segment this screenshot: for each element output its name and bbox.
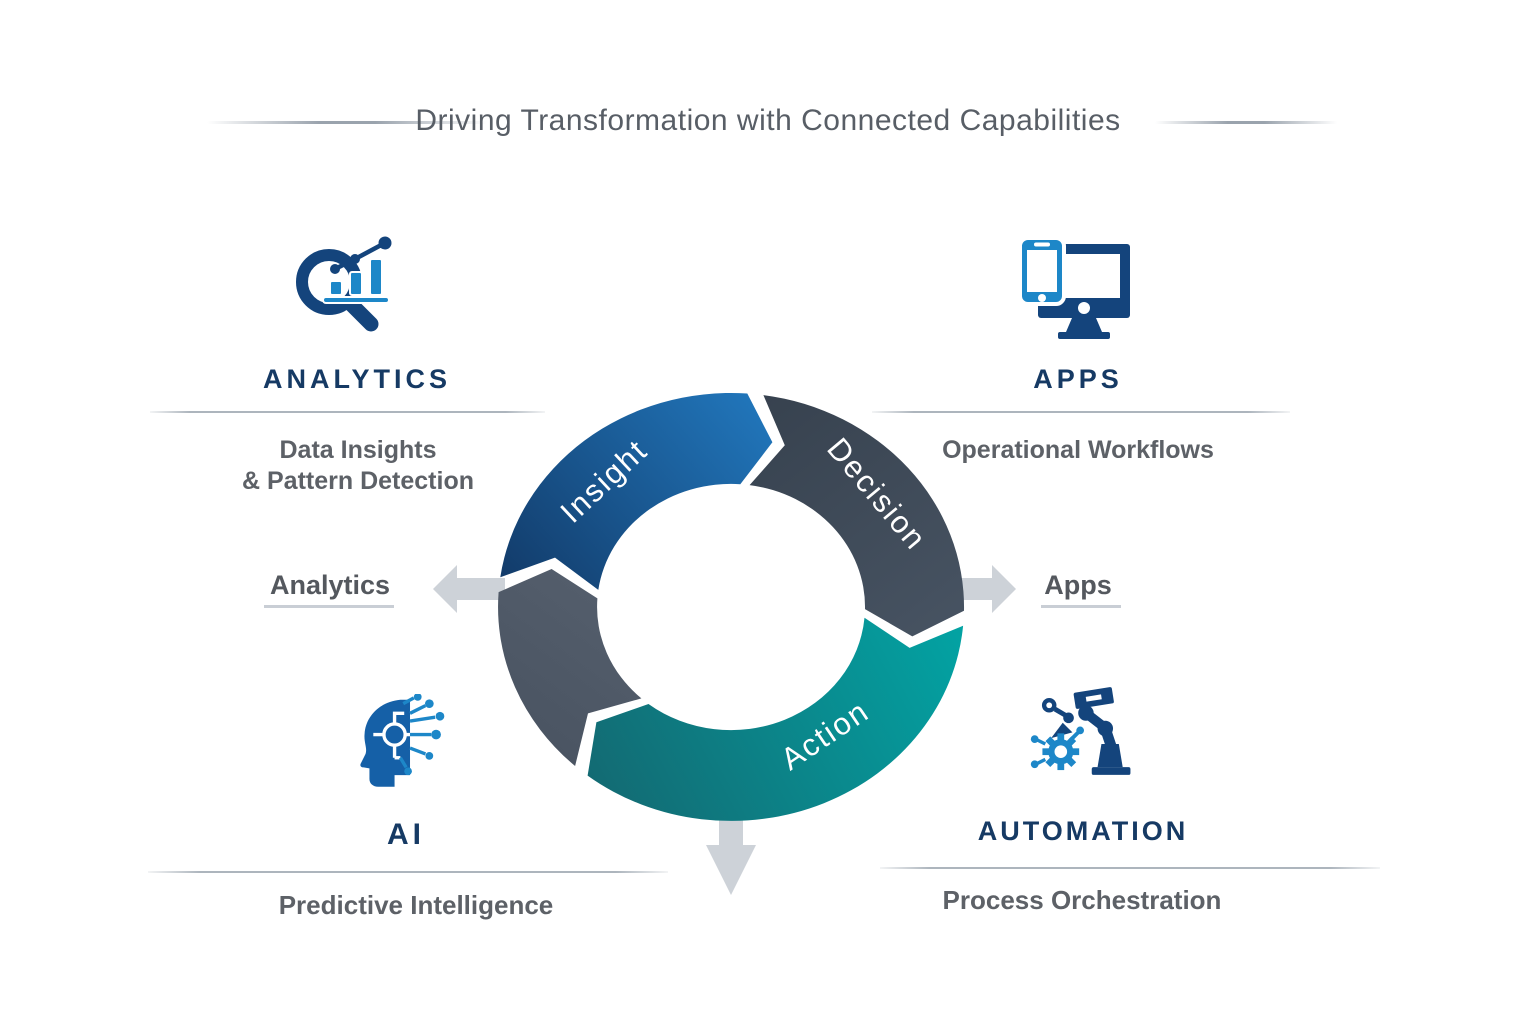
underline-apps (1041, 605, 1121, 608)
subtitle-automation: Process Orchestration (942, 885, 1222, 915)
segment-insight (500, 392, 773, 590)
rule-apps (872, 411, 1290, 413)
underline-analytics (264, 605, 394, 608)
rule-automation (880, 867, 1380, 869)
ai-head-circuit-icon (360, 694, 445, 787)
rule-ai (148, 871, 668, 873)
heading-ai: AI (387, 818, 425, 851)
subtitle-analytics-line2: & Pattern Detection (242, 467, 474, 495)
subtitle-analytics-line1: Data Insights (279, 436, 437, 464)
heading-automation: AUTOMATION (977, 816, 1189, 846)
heading-apps: APPS (1033, 364, 1123, 394)
magnifier-bar-chart-icon (296, 236, 392, 332)
subtitle-ai: Predictive Intelligence (278, 890, 554, 920)
segment-connector (498, 569, 642, 766)
side-label-analytics: Analytics (269, 570, 391, 600)
title-rule-right (1155, 121, 1337, 124)
subtitle-apps: Operational Workflows (942, 436, 1214, 464)
rule-analytics (150, 411, 545, 413)
title-rule-left (207, 121, 487, 124)
page-title: Driving Transformation with Connected Ca… (415, 104, 1121, 137)
down-arrow-icon (706, 790, 756, 895)
subtitle-analytics: Data Insights & Pattern Detection (208, 435, 508, 497)
segment-action (587, 617, 964, 821)
desktop-mobile-icon (1018, 236, 1130, 339)
heading-analytics: ANALYTICS (262, 364, 452, 394)
robot-arm-gear-icon (1030, 687, 1131, 775)
side-label-apps: Apps (1044, 570, 1112, 600)
left-arrow-icon (433, 565, 505, 613)
right-arrow-icon (945, 565, 1016, 613)
segment-decision (749, 395, 965, 637)
